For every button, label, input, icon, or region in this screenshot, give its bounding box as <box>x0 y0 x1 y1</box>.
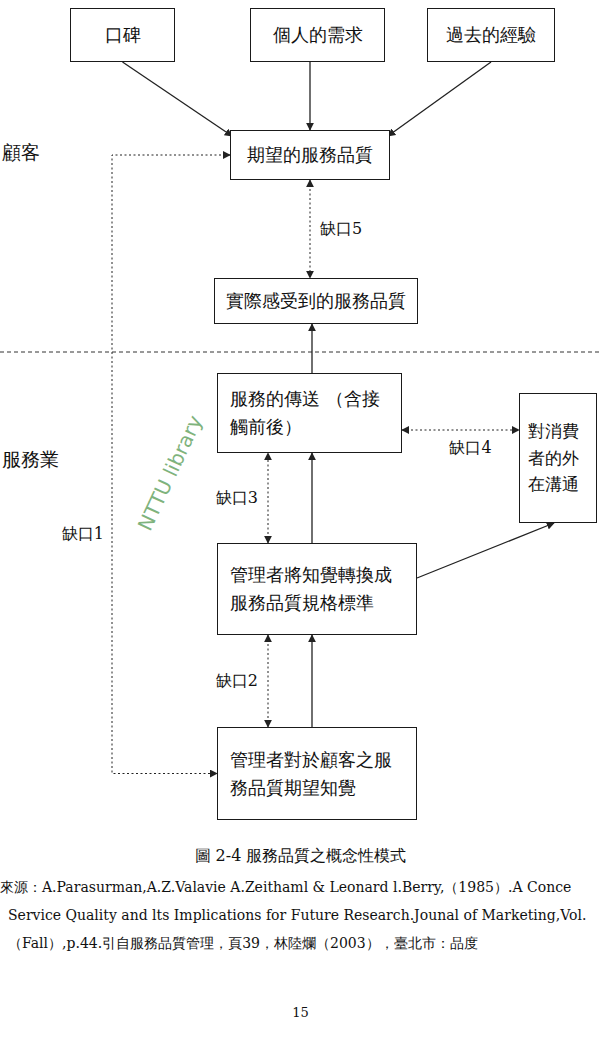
box-text: 服務的傳送 （含接觸前後） <box>230 385 389 441</box>
figure-caption: 圖 2-4 服務品質之概念性模式 <box>0 846 601 867</box>
watermark: NTTU library <box>129 404 212 542</box>
box-text: 管理者對於顧客之服 務品質期望知覺 <box>230 746 404 802</box>
box-text: 期望的服務品質 <box>237 141 383 169</box>
flow-arrow <box>311 324 312 373</box>
flow-arrow <box>311 453 312 543</box>
gap-connector <box>112 155 230 774</box>
side-label: 服務業 <box>2 447 72 472</box>
communication-box: 對消費 者的外 在溝通 <box>519 393 597 523</box>
flow-arrow <box>309 62 310 130</box>
flow-arrow <box>123 62 233 136</box>
gap-label: 缺口2 <box>214 671 260 690</box>
flow-arrow <box>388 62 491 136</box>
process-box: 管理者對於顧客之服 務品質期望知覺 <box>217 727 417 820</box>
gap-connector <box>310 180 311 278</box>
source-note: Service Quality and lts Implications for… <box>8 906 598 924</box>
page-number: 15 <box>0 1005 601 1022</box>
gap-label: 缺口5 <box>318 219 364 238</box>
flow-arrow <box>417 523 554 578</box>
box-text: 口碑 <box>77 21 168 49</box>
source-note: （Fall）,p.44.引自服務品質管理，頁39，林陸爛（2003），臺北市：品… <box>8 934 598 952</box>
process-box: 服務的傳送 （含接觸前後） <box>217 373 402 453</box>
flow-arrow <box>311 635 312 727</box>
box-text: 過去的經驗 <box>434 21 548 49</box>
side-label: 顧客 <box>2 140 62 165</box>
box-text: 實際感受到的服務品質 <box>221 287 411 315</box>
box-text: 對消費 者的外 在溝通 <box>528 418 588 497</box>
box-text: 管理者將知覺轉換成 服務品質規格標準 <box>230 561 404 617</box>
divider-line <box>0 352 601 353</box>
process-box: 期望的服務品質 <box>230 130 390 180</box>
gap-connector <box>268 453 269 543</box>
gap-connector <box>268 635 269 727</box>
gap-label: 缺口4 <box>447 438 493 457</box>
process-box: 個人的需求 <box>250 8 385 62</box>
process-box: 實際感受到的服務品質 <box>214 278 418 324</box>
process-box: 管理者將知覺轉換成 服務品質規格標準 <box>217 543 417 635</box>
gap-label: 缺口3 <box>214 488 260 507</box>
process-box: 過去的經驗 <box>427 8 555 62</box>
source-note: 來源：A.Parasurman,A.Z.Valavie A.Zeithaml &… <box>0 878 598 896</box>
gap-connector <box>402 430 519 431</box>
box-text: 個人的需求 <box>257 21 378 49</box>
process-box: 口碑 <box>70 8 175 62</box>
gap-label: 缺口1 <box>60 524 106 543</box>
